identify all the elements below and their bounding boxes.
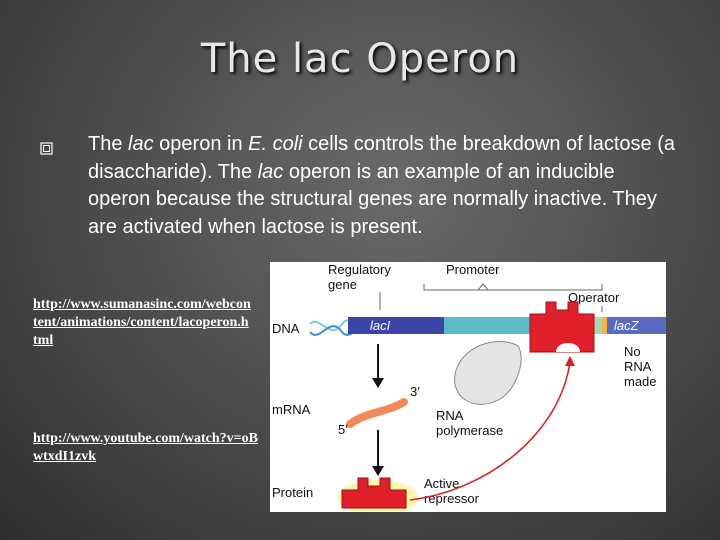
three-prime-label: 3′ <box>410 384 420 399</box>
five-prime-label: 5′ <box>338 422 348 437</box>
rna-polymerase <box>454 340 522 405</box>
promoter-bracket <box>423 284 603 291</box>
lacz-label: lacZ <box>614 318 640 333</box>
regulatory-gene-label: Regulatory <box>328 262 391 277</box>
slide-title: The lac Operon <box>200 36 520 82</box>
rna-polymerase-label: RNA <box>436 408 464 423</box>
no-rna-made-label: No <box>624 344 641 359</box>
laci-gene <box>348 317 444 334</box>
promoter-region <box>444 317 532 334</box>
active-repressor-label: Active <box>424 476 459 491</box>
youtube-link[interactable]: http://www.youtube.com/watch?v=oBwtxdI1z… <box>33 431 258 464</box>
repressor-binding-arrow <box>409 361 571 501</box>
lac-operon-diagram: Regulatory gene Promoter Operator DNA la… <box>270 262 666 512</box>
regulatory-gene-label-2: gene <box>328 277 357 292</box>
bound-repressor <box>529 301 595 353</box>
bullet-text: The lac operon in E. coli cells controls… <box>88 133 676 238</box>
dna-label: DNA <box>272 321 300 336</box>
svg-text:polymerase: polymerase <box>436 423 503 438</box>
mrna-strand <box>346 398 408 428</box>
active-repressor <box>341 477 407 509</box>
sumanas-animation-link[interactable]: http://www.sumanasinc.com/webcontent/ani… <box>33 297 251 348</box>
svg-text:RNA: RNA <box>624 359 652 374</box>
lacz-gene <box>606 317 666 334</box>
svg-text:repressor: repressor <box>424 491 480 506</box>
operator-label: Operator <box>568 290 620 305</box>
mrna-label: mRNA <box>272 402 311 417</box>
promoter-label: Promoter <box>446 262 500 277</box>
bullet-icon <box>40 142 53 155</box>
svg-text:lacI: lacI <box>370 318 391 333</box>
svg-text:made: made <box>624 374 657 389</box>
protein-label: Protein <box>272 485 313 500</box>
